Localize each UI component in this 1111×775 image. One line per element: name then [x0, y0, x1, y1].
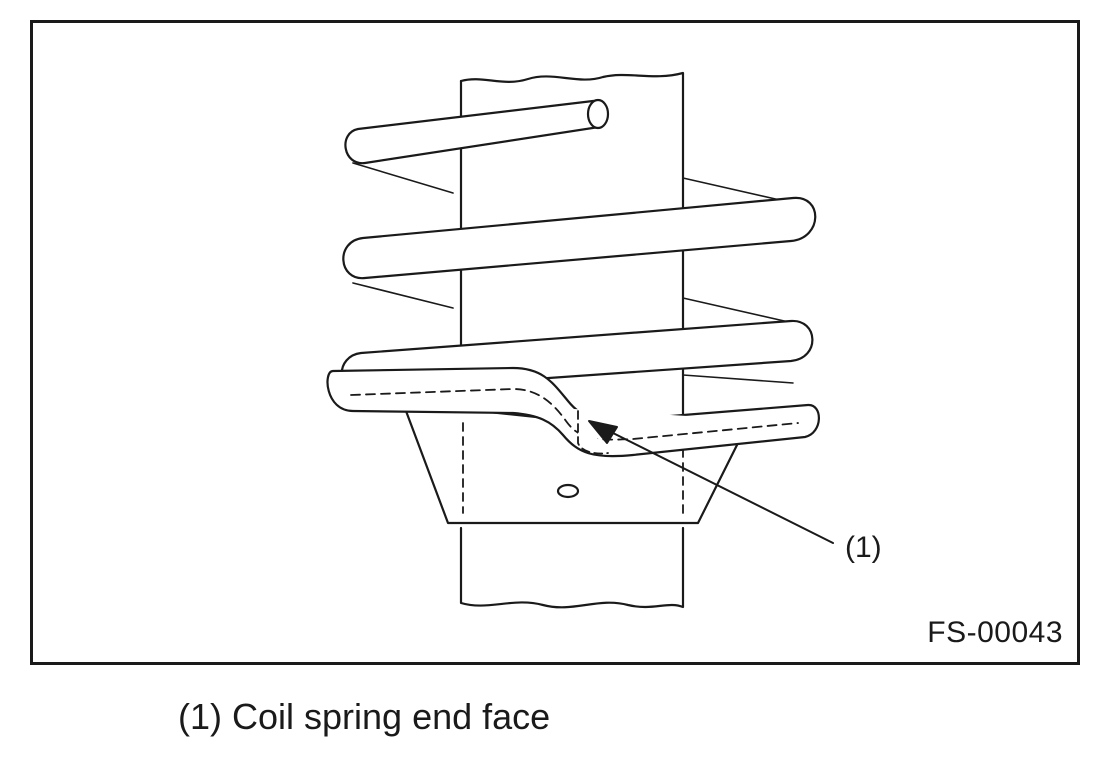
coil-middle-upper: [342, 196, 817, 280]
coil-top-end: [344, 98, 610, 165]
callout-leader: [588, 420, 834, 544]
coil-spring-illustration: [326, 71, 834, 609]
coil-bottom-end: [326, 366, 820, 458]
figure-code: FS-00043: [927, 616, 1063, 649]
figure-frame: (1) FS-00043: [30, 20, 1080, 665]
figure-caption: (1) Coil spring end face: [178, 696, 551, 737]
callout-label: (1): [845, 531, 882, 564]
strut-shaft: [459, 71, 685, 609]
